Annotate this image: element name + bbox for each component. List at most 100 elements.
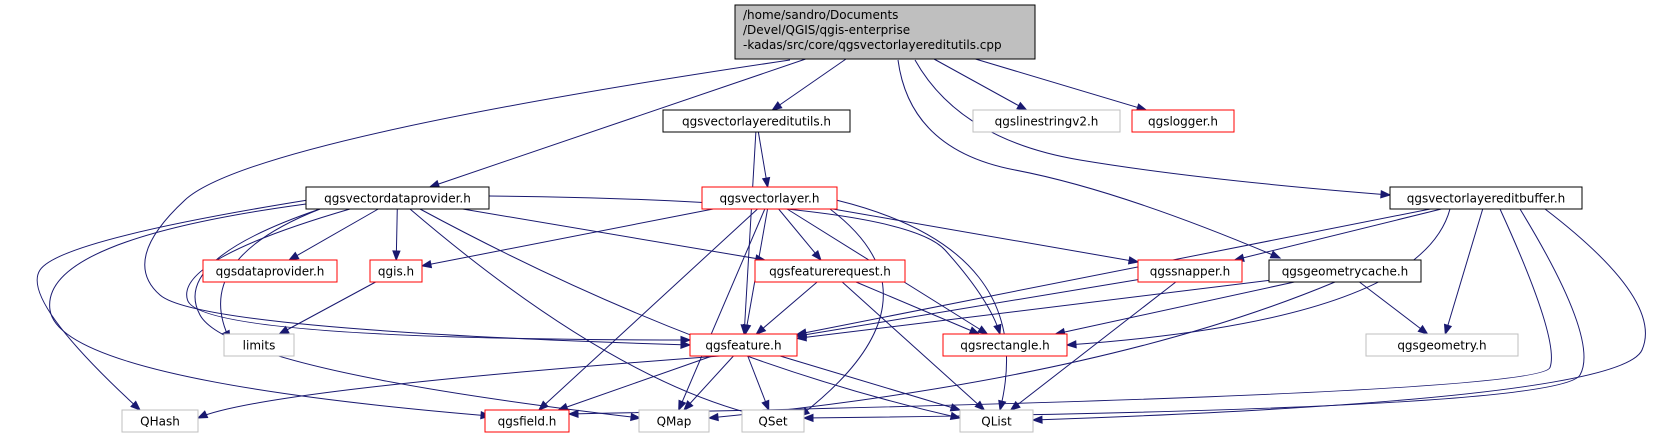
node-label: qgsvectorlayereditutils.h	[682, 115, 831, 129]
node-qset[interactable]: QSet	[741, 409, 805, 433]
edge-root-to-editbuffer	[914, 59, 1392, 199]
node-linestring[interactable]: qgslinestringv2.h	[972, 109, 1121, 133]
node-box	[701, 186, 838, 210]
edge-editbuffer-to-snapper	[1233, 208, 1442, 262]
arrow-head	[428, 179, 441, 188]
edge-line	[841, 281, 985, 411]
arrow-head	[392, 250, 401, 262]
node-dataprovider_v[interactable]: qgsvectordataprovider.h	[305, 186, 490, 210]
edge-geomcache-to-geometry	[1359, 281, 1429, 335]
edge-dataprovider_v-to-qset	[409, 208, 762, 418]
node-rectangle[interactable]: qgsrectangle.h	[942, 333, 1068, 357]
node-geometry[interactable]: qgsgeometry.h	[1365, 333, 1519, 357]
node-box	[959, 409, 1034, 433]
edge-feature-to-qset	[747, 355, 770, 412]
node-qgis[interactable]: qgis.h	[369, 259, 423, 283]
arrow-head	[1269, 250, 1282, 259]
edge-line	[1032, 208, 1646, 421]
edge-vectorlayer-to-featurerequest	[778, 208, 822, 262]
edges-layer	[36, 58, 1646, 424]
edge-feature-to-qhash	[196, 355, 721, 419]
edge-dataprovider_v-to-feature	[186, 208, 692, 345]
edge-line	[197, 355, 721, 419]
edge-line	[49, 203, 491, 417]
node-geomcache[interactable]: qgsgeometrycache.h	[1268, 259, 1422, 283]
edge-root-to-editutils_h	[771, 58, 847, 111]
node-featurerequest[interactable]: qgsfeaturerequest.h	[754, 259, 906, 283]
node-field[interactable]: qgsfield.h	[484, 409, 570, 433]
arrow-head	[1065, 340, 1077, 349]
edge-line	[568, 208, 1552, 415]
node-logger[interactable]: qgslogger.h	[1131, 109, 1235, 133]
edge-dataprovider_v-to-qgis	[392, 208, 401, 262]
edge-feature-to-qmap	[683, 355, 734, 412]
arrow-head	[1009, 400, 1021, 411]
node-box	[689, 333, 798, 357]
node-box	[305, 186, 490, 210]
edge-editutils_h-to-vectorlayer	[757, 131, 771, 189]
edge-line	[462, 208, 765, 261]
node-qhash[interactable]: QHash	[121, 409, 199, 433]
arrow-head	[795, 328, 808, 337]
arrow-head	[278, 325, 290, 335]
edge-line	[803, 208, 1585, 419]
edge-dataprovider_v-to-dataprovider	[288, 208, 379, 261]
node-box	[1137, 259, 1243, 283]
edge-editbuffer-to-geometry	[1443, 208, 1484, 336]
arrow-head	[1016, 101, 1028, 111]
node-label: qgsvectorlayereditbuffer.h	[1407, 192, 1566, 206]
node-label: /home/sandro/Documents	[743, 8, 898, 22]
node-label: qgssnapper.h	[1150, 265, 1231, 279]
node-box	[638, 409, 710, 433]
edge-line	[933, 58, 1027, 111]
node-label: QSet	[758, 415, 787, 429]
edge-geomcache-to-rectangle	[1054, 281, 1295, 337]
edge-line	[779, 355, 961, 411]
node-label: -kadas/src/core/qgsvectorlayereditutils.…	[743, 38, 1002, 52]
node-qlist[interactable]: QList	[959, 409, 1034, 433]
edge-dataprovider_v-to-rectangle	[488, 195, 1002, 336]
edge-line	[558, 355, 713, 411]
node-label: QMap	[657, 415, 692, 429]
edge-line	[796, 208, 1431, 335]
arrow-head	[680, 335, 692, 345]
edge-featurerequest-to-feature	[755, 281, 818, 335]
node-box	[1365, 333, 1519, 357]
node-snapper[interactable]: qgssnapper.h	[1137, 259, 1243, 283]
edge-editbuffer-to-rectangle	[1065, 208, 1451, 349]
node-root[interactable]: /home/sandro/Documents/Devel/QGIS/qgis-e…	[734, 4, 1036, 60]
arrow-head	[998, 399, 1007, 412]
edge-root-to-logger	[975, 58, 1148, 112]
edge-line	[1010, 281, 1177, 411]
edge-line	[799, 208, 884, 417]
edge-line	[488, 195, 1001, 335]
arrow-head	[678, 399, 687, 412]
arrow-head	[977, 325, 989, 335]
node-box	[942, 333, 1068, 357]
node-box	[484, 409, 570, 433]
node-label: qgslogger.h	[1148, 115, 1218, 129]
node-qmap[interactable]: QMap	[638, 409, 710, 433]
edge-line	[429, 58, 806, 188]
edge-line	[796, 279, 1139, 337]
node-label: QList	[981, 415, 1012, 429]
edge-editbuffer-to-qlist	[1031, 208, 1646, 424]
edge-line	[409, 208, 761, 417]
edge-line	[1444, 208, 1484, 335]
edge-line	[835, 199, 1008, 411]
node-box	[1268, 259, 1422, 283]
arrow-head	[761, 399, 770, 412]
node-limits[interactable]: limits	[223, 333, 295, 357]
edge-line	[708, 281, 1336, 419]
edge-line	[1234, 208, 1442, 261]
edge-line	[36, 199, 309, 411]
node-editutils_h[interactable]: qgsvectorlayereditutils.h	[662, 109, 851, 133]
node-dataprovider[interactable]: qgsdataprovider.h	[202, 259, 338, 283]
edge-dataprovider_v-to-qhash	[36, 199, 309, 411]
edge-line	[756, 281, 818, 335]
edge-line	[186, 208, 691, 341]
node-vectorlayer[interactable]: qgsvectorlayer.h	[701, 186, 838, 210]
edge-line	[288, 208, 379, 261]
node-feature[interactable]: qgsfeature.h	[689, 333, 798, 357]
node-editbuffer[interactable]: qgsvectorlayereditbuffer.h	[1389, 186, 1583, 210]
